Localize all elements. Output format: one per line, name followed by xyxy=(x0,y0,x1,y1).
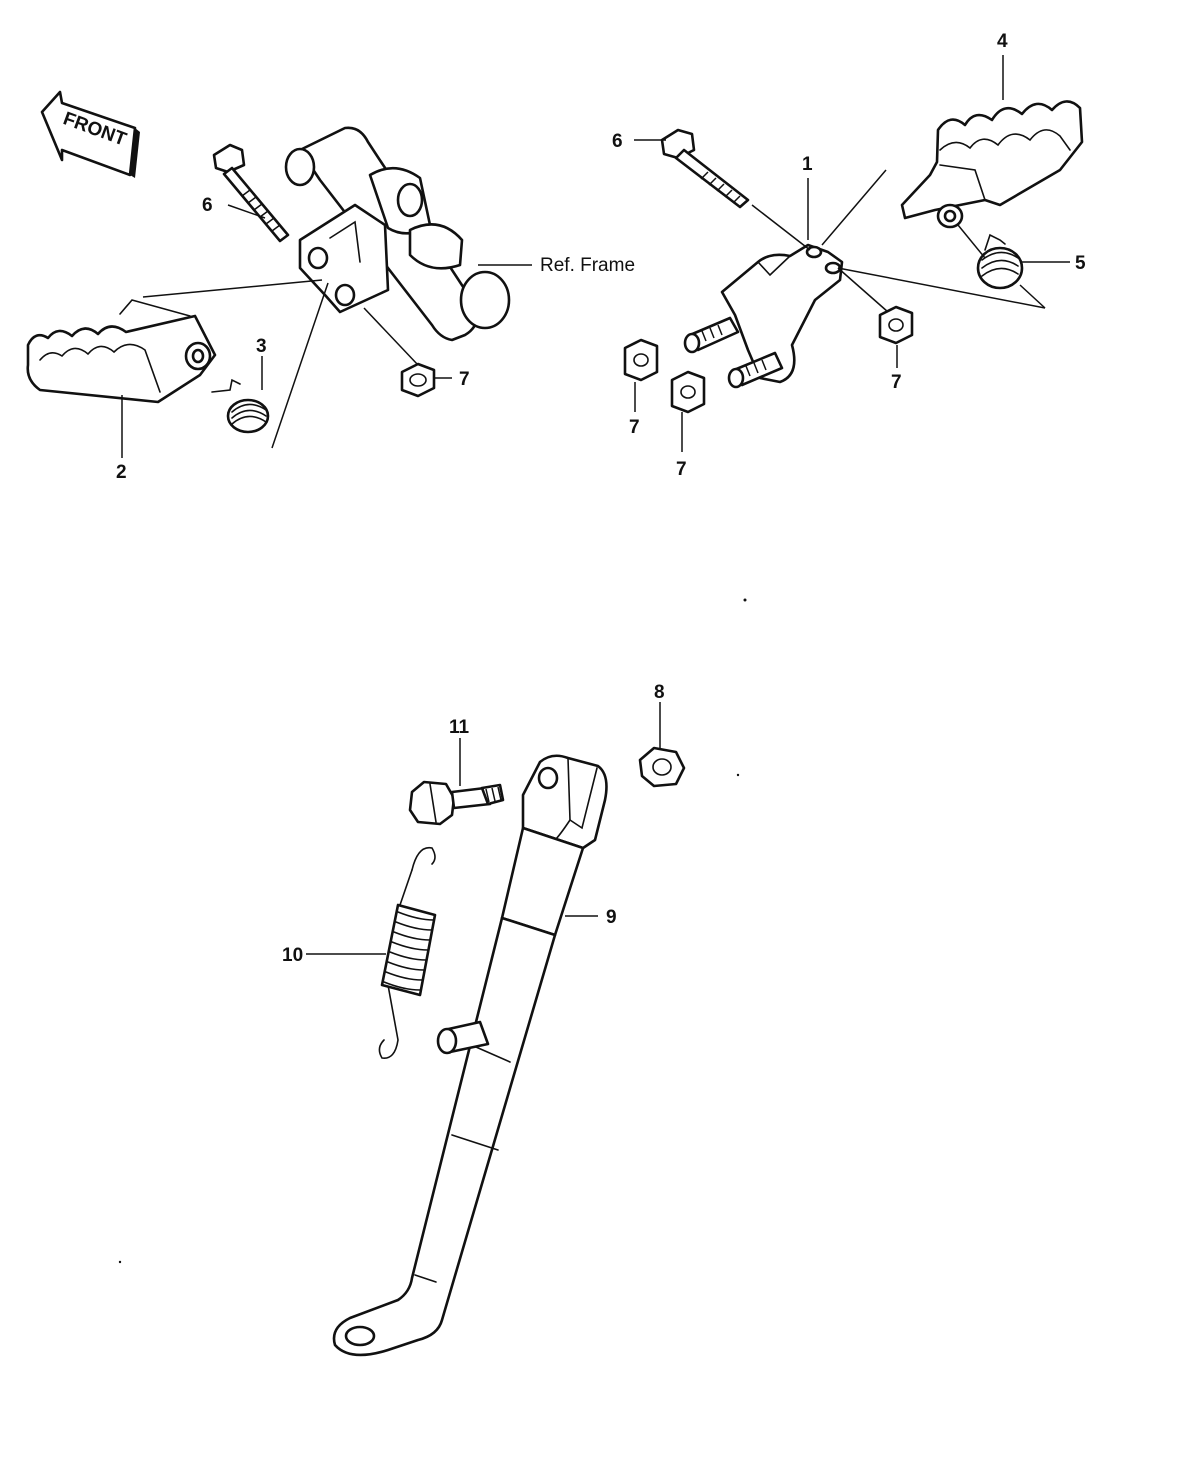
pin-on-stand xyxy=(436,1020,490,1055)
nut-7-left xyxy=(400,362,436,398)
nut-7-right-b xyxy=(670,370,706,414)
callout-1: 1 xyxy=(802,154,813,175)
leaders-left xyxy=(121,204,532,458)
frame-tube-left xyxy=(284,126,511,342)
ref-frame-label: Ref. Frame xyxy=(540,255,635,276)
studs-right xyxy=(683,316,784,389)
footpeg-bracket-right xyxy=(720,243,844,384)
callout-7-right-a: 7 xyxy=(629,417,640,438)
bolt-11 xyxy=(408,780,505,826)
callout-3: 3 xyxy=(256,336,267,357)
callout-11: 11 xyxy=(449,717,470,738)
speck xyxy=(118,1260,122,1264)
footpeg-bracket-left xyxy=(298,203,390,314)
callout-2: 2 xyxy=(116,462,127,483)
spring-10 xyxy=(378,846,437,1059)
callout-7-right-c: 7 xyxy=(891,372,902,393)
callout-10: 10 xyxy=(282,945,303,966)
callout-6-right: 6 xyxy=(612,131,623,152)
callout-5: 5 xyxy=(1075,253,1086,274)
spring-3 xyxy=(211,378,270,434)
speck xyxy=(743,598,747,602)
callout-4: 4 xyxy=(997,31,1008,52)
leaders-right xyxy=(634,55,1070,452)
nut-8 xyxy=(638,746,686,788)
callout-7-right-b: 7 xyxy=(676,459,687,480)
callout-9: 9 xyxy=(606,907,617,928)
nut-7-right-c xyxy=(878,305,914,345)
front-arrow-icon: FRONT xyxy=(40,90,140,178)
nut-7-right-a xyxy=(623,338,659,382)
footpeg-4 xyxy=(900,100,1084,229)
bolt-6-left xyxy=(212,143,290,243)
speck xyxy=(736,773,740,777)
bolt-6-right xyxy=(660,128,750,209)
callout-7-left: 7 xyxy=(459,369,470,390)
side-stand-9 xyxy=(332,754,608,1357)
callout-6-left: 6 xyxy=(202,195,213,216)
callout-8: 8 xyxy=(654,682,665,703)
footpeg-2 xyxy=(26,299,217,404)
leaders-stand xyxy=(306,702,661,955)
spring-5 xyxy=(976,233,1024,290)
